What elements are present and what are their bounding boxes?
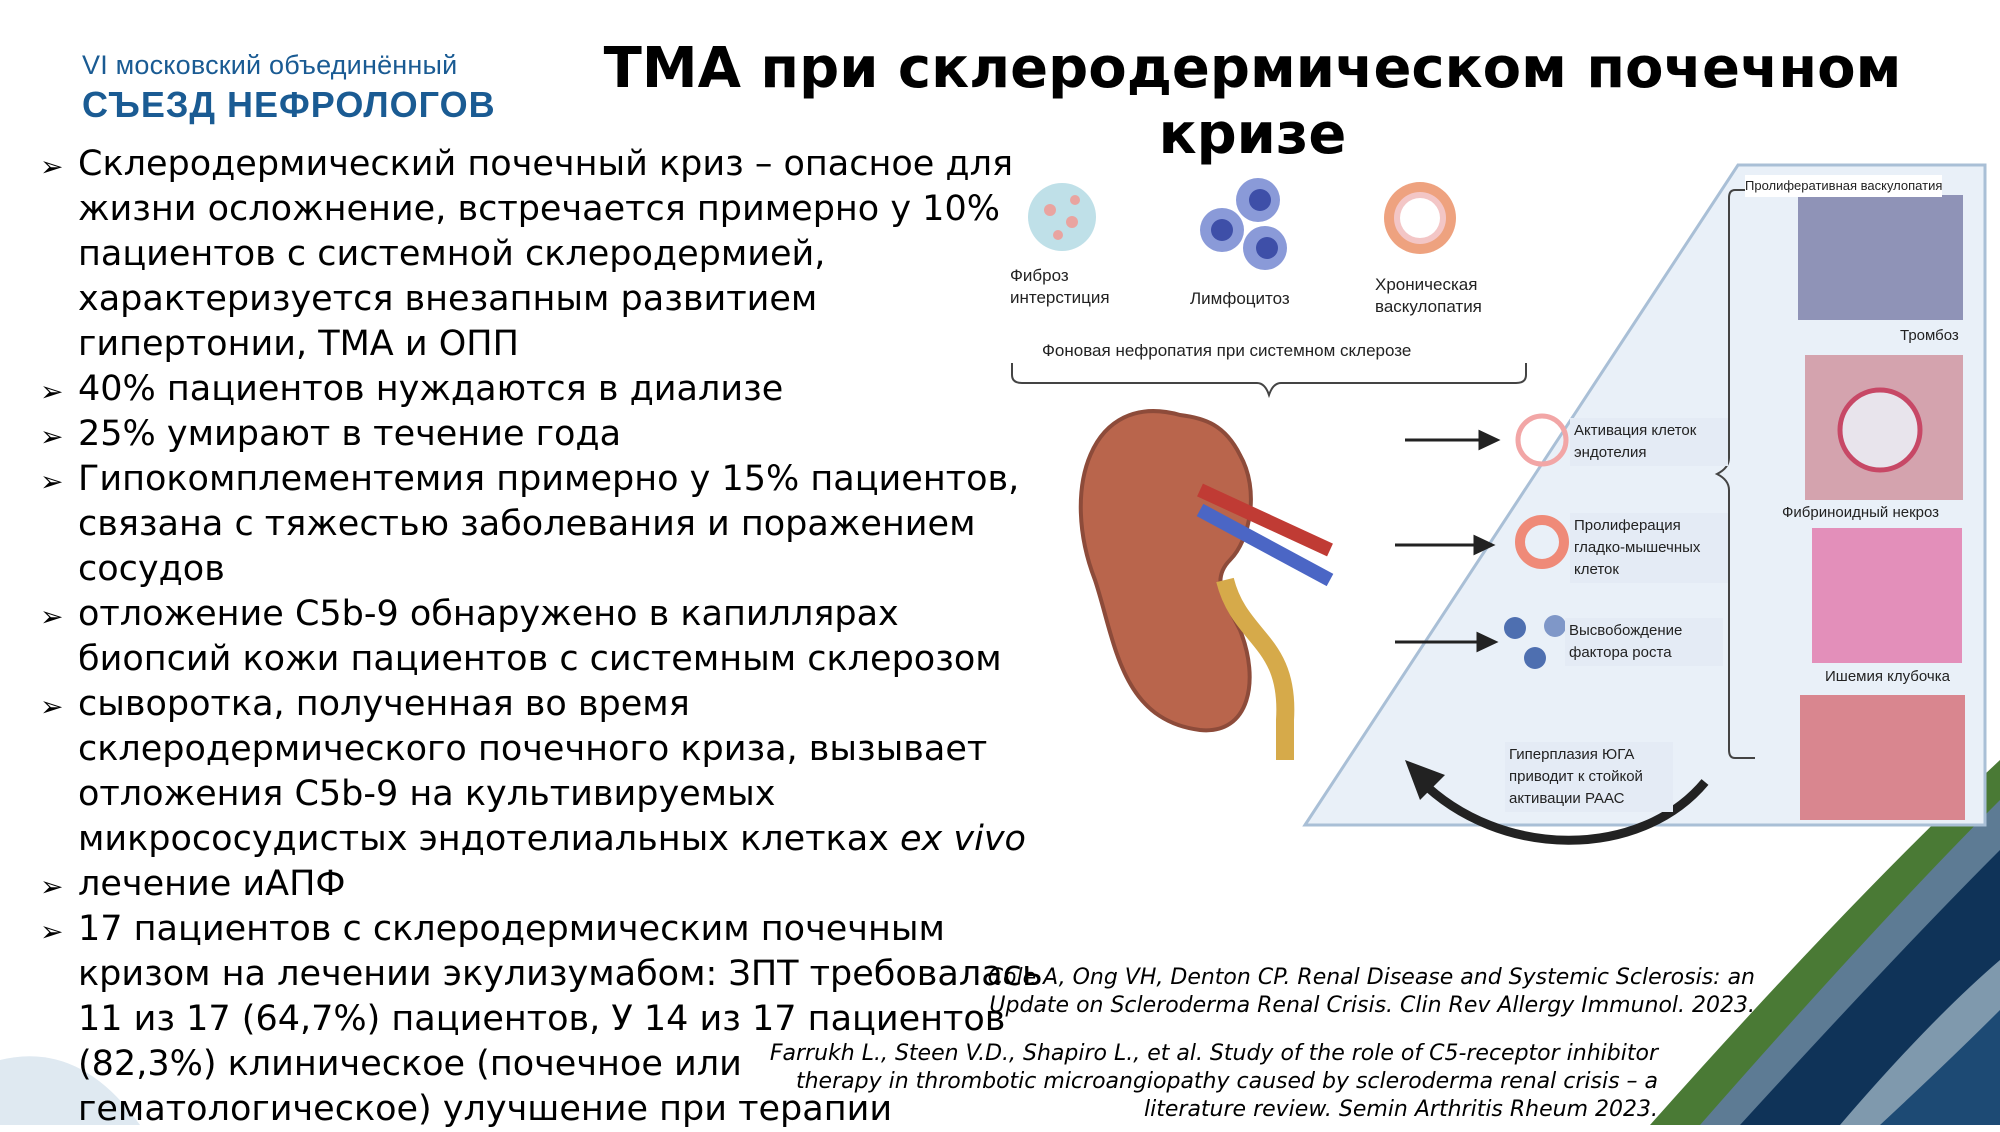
arrowhead-bullet-icon: ➢ [40, 150, 64, 183]
bullet-item: ➢ 25% умирают в течение года [40, 412, 1050, 457]
bullet-item: ➢ отложение C5b-9 обнаружено в капиллярах… [40, 592, 1050, 682]
logo-line1: VI московский объединённый [82, 50, 458, 80]
bullet-text: Склеродермический почечный криз – опасно… [78, 144, 1014, 364]
title-line1: ТМА при склеродермическом почечном [603, 36, 1902, 101]
bullet-item: ➢ лечение иАПФ [40, 862, 1050, 907]
arrowhead-bullet-icon: ➢ [40, 690, 64, 723]
arrowhead-bullet-icon: ➢ [40, 465, 64, 498]
histology-label-4: Ишемия клубочка [1825, 668, 1950, 685]
vessel-ring-icon [1384, 182, 1456, 254]
arrow-icons [1395, 429, 1501, 653]
bullet-item: ➢ Склеродермический почечный криз – опас… [40, 142, 1050, 367]
brace-label: Фоновая нефропатия при системном склероз… [1042, 341, 1412, 360]
label-fibrosis: Фиброз интерстиция [1010, 266, 1110, 307]
histology-image-1 [1798, 195, 1963, 320]
mechanism-2: Пролиферация гладко-мышечных клеток [1570, 513, 1728, 583]
bullet-text: Гипокомплементемия примерно у 15% пациен… [78, 459, 1020, 589]
brace-right-icon [1714, 189, 1755, 759]
arrowhead-bullet-icon: ➢ [40, 375, 64, 408]
bullet-item: ➢ сыворотка, полученная во время склероде… [40, 682, 1050, 862]
fibrosis-icon [1028, 183, 1096, 251]
arrowhead-bullet-icon: ➢ [40, 600, 64, 633]
bullet-item: ➢ 17 пациентов с склеродермическим почечн… [40, 907, 1050, 1132]
brace-icon [1011, 363, 1527, 399]
arrowhead-bullet-icon: ➢ [40, 420, 64, 453]
title-line2: кризе [1158, 102, 1347, 167]
smooth-muscle-ring-icon [1515, 515, 1569, 569]
citation-2: Farrukh L., Steen V.D., Shapiro L., et a… [769, 1041, 1658, 1122]
mechanism-3: Высвобождение фактора роста [1565, 618, 1723, 666]
bullet-text: 40% пациентов нуждаются в диализе [78, 369, 784, 409]
curved-arrow-icon [1416, 776, 1709, 845]
label-vasculopathy: Хроническая васкулопатия [1375, 275, 1482, 316]
histology-label-3: Фибриноидный некроз [1782, 504, 1940, 521]
bullet-text: сыворотка, полученная во время склеродер… [78, 684, 988, 859]
histology-label-1: Пролиферативная васкулопатия [1745, 175, 1943, 197]
arrowhead-bullet-icon: ➢ [40, 915, 64, 948]
logo-line2: СЪЕЗД НЕФРОЛОГОВ [82, 84, 496, 125]
bullet-text: лечение иАПФ [78, 864, 346, 904]
bullet-item: ➢ 40% пациентов нуждаются в диализе [40, 367, 1050, 412]
kidney-illustration [1078, 409, 1334, 760]
bullet-text: отложение C5b-9 обнаружено в капиллярах … [78, 594, 1002, 679]
page-title: ТМА при склеродермическом почечном кризе [600, 36, 1905, 168]
bullet-text: 25% умирают в течение года [78, 414, 622, 454]
endothelium-ring-icon [1515, 413, 1569, 467]
bullet-item: ➢ Гипокомплементемия примерно у 15% пацие… [40, 457, 1050, 592]
histology-image-3 [1812, 528, 1962, 663]
histology-label-2: Тромбоз [1900, 327, 1959, 344]
citation-1: Cole A, Ong VH, Denton CP. Renal Disease… [987, 965, 1755, 1018]
label-lymphocytosis: Лимфоцитоз [1190, 289, 1290, 308]
mechanism-1: Активация клеток эндотелия [1570, 418, 1728, 466]
bullet-list: ➢ Склеродермический почечный криз – опас… [40, 142, 1050, 1132]
lymphocytes-icon [1200, 178, 1287, 270]
bullet-text: 17 пациентов с склеродермическим почечны… [78, 909, 1043, 1129]
arrowhead-bullet-icon: ➢ [40, 870, 64, 903]
bullet-italic: ex vivo [900, 819, 1026, 859]
jga-label: Гиперплазия ЮГА приводит к стойкой актив… [1505, 742, 1673, 812]
pathogenesis-diagram: Фиброз интерстиция Лимфоцитоз Хроническа… [1000, 160, 2000, 860]
growth-factor-icon [1504, 615, 1566, 669]
histology-image-4 [1800, 695, 1965, 820]
